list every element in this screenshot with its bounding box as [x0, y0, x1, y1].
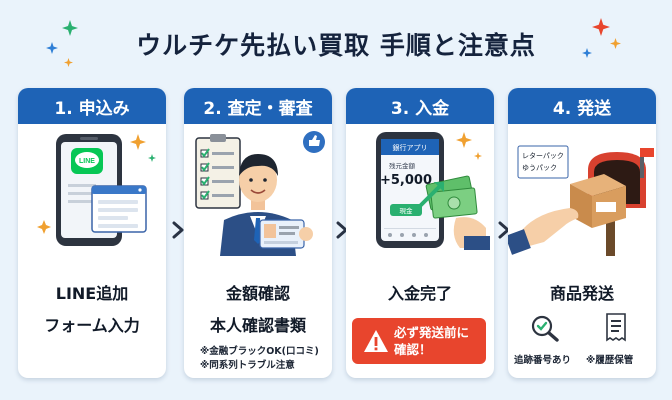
bank-app-illustration: 銀行アプリ 残元金額 +5,000 現金 [376, 132, 490, 250]
tool-tracking-number: 追跡番号あり [514, 355, 572, 366]
parcel-label-letterpack: レターパック [522, 151, 564, 160]
note-finance-black: ※金融ブラックOK(口コミ) [200, 346, 319, 357]
bank-app-title: 銀行アプリ [393, 143, 428, 152]
step-text-id-docs: 本人確認書類 [209, 316, 306, 335]
step-text-line-add: LINE追加 [55, 284, 129, 303]
mailbox-parcel-illustration: レターパック ゆうパック [508, 145, 654, 256]
phone-line-illustration: LINE [37, 134, 156, 246]
tool-history-keep: ※履歴保管 [586, 355, 634, 366]
step-card-assessment: 2. 査定・審査 金額確認 本 [184, 88, 332, 378]
sparkle-icon [46, 42, 58, 54]
line-logo-text: LINE [79, 158, 95, 165]
page-title: ウルチケ先払い買取 手順と注意点 [136, 31, 536, 60]
step-header: 1. 申込み [18, 88, 166, 124]
step-text-payment-complete: 入金完了 [387, 284, 452, 303]
assessor-illustration [195, 131, 325, 256]
sparkle-icon [64, 58, 73, 67]
step-card-shipping: 4. 発送 レターパック ゆうパック 商品発送 追跡番号あり ※履歴保管 [508, 88, 656, 378]
balance-label: 残元金額 [389, 161, 416, 170]
receipt-icon [606, 313, 626, 342]
sparkle-icon [62, 20, 78, 36]
step-text-form-input: フォーム入力 [44, 316, 140, 335]
step-text-amount-confirm: 金額確認 [225, 284, 290, 303]
magnifier-check-icon [531, 315, 559, 342]
arrow-right-icon [172, 221, 184, 239]
warning-icon [364, 330, 388, 352]
step-header: 2. 査定・審査 [184, 88, 332, 124]
title-bar: ウルチケ先払い買取 手順と注意点 [0, 22, 672, 66]
warning-badge: 必ず発送前に 確認！ [352, 318, 486, 364]
sparkle-icon [610, 38, 621, 49]
sparkle-icon [582, 48, 592, 58]
warning-line-1: 必ず発送前に [394, 325, 470, 340]
note-affiliate-trouble: ※同系列トラブル注意 [200, 360, 295, 371]
step-text-ship-item: 商品発送 [549, 284, 614, 303]
parcel-label-yupack: ゆうパック [522, 164, 557, 172]
step-header: 3. 入金 [346, 88, 494, 124]
sparkle-icon [592, 18, 610, 36]
deposit-amount: +5,000 [380, 173, 432, 188]
cash-label: 現金 [400, 206, 414, 215]
step-card-apply: 1. 申込み LINE LINE追加 フォーム入力 [18, 88, 166, 378]
step-header: 4. 発送 [508, 88, 656, 124]
warning-line-2: 確認！ [394, 342, 432, 357]
